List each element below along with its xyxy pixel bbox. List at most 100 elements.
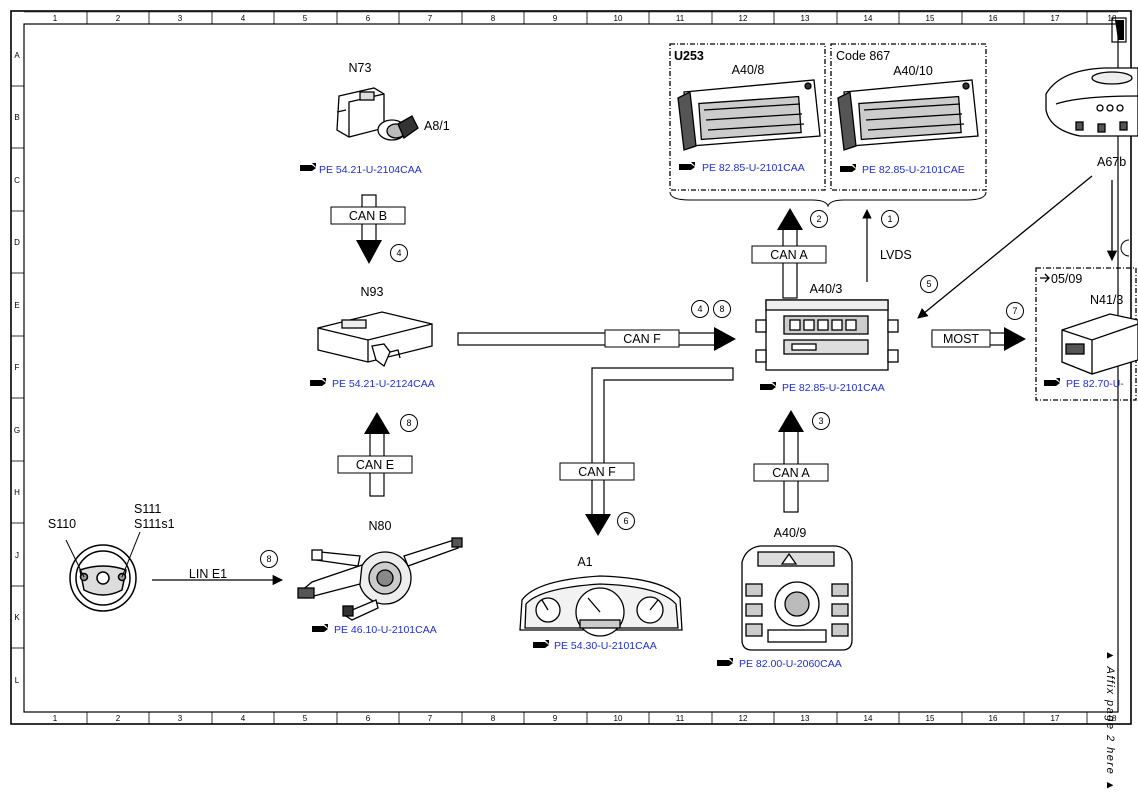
a40-8-display-icon	[677, 79, 821, 151]
svg-text:CAN F: CAN F	[623, 332, 661, 346]
n93-module-icon	[317, 311, 433, 368]
row-label: G	[14, 426, 20, 435]
affix-page-note: ▲ Affix page 2 here ▲	[1104, 650, 1116, 792]
col-label: 5	[303, 14, 308, 23]
ref-link-n93[interactable]: PE 54.21-U-2124CAA	[332, 378, 435, 390]
col-label: 2	[116, 714, 121, 723]
label-a40-10: A40/10	[893, 64, 933, 78]
label-s111: S111	[134, 502, 161, 516]
row-label: A	[14, 51, 20, 60]
n80-column-switch-icon	[297, 537, 463, 621]
col-label: 16	[989, 14, 998, 23]
row-label: B	[14, 113, 19, 122]
callout-number: 8	[719, 304, 724, 314]
label-a1: A1	[577, 555, 592, 569]
a67b-link-diagonal	[917, 175, 1093, 319]
col-label: 3	[178, 14, 183, 23]
bus-label-can-f-bottom: CAN F	[559, 462, 635, 481]
callout-circle	[812, 412, 830, 430]
col-label: 15	[926, 714, 935, 723]
group-bracket	[669, 191, 987, 208]
callout-number: 4	[697, 304, 702, 314]
ref-link-n73[interactable]: PE 54.21-U-2104CAA	[319, 164, 422, 176]
ref-pointer-icons	[300, 162, 1060, 666]
u253-group-box	[669, 43, 1137, 401]
bus-label-can-e: CAN E	[337, 455, 413, 474]
col-label: 15	[926, 14, 935, 23]
svg-text:CAN E: CAN E	[356, 458, 394, 472]
svg-text:CAN A: CAN A	[772, 466, 810, 480]
col-label: 18	[1108, 714, 1117, 723]
col-label: 16	[989, 714, 998, 723]
row-label: L	[15, 676, 20, 685]
since-0509-tag: 05/09	[1040, 272, 1082, 286]
drawing-frame	[10, 10, 1132, 725]
ref-link-a40-10[interactable]: PE 82.85-U-2101CAE	[862, 164, 965, 176]
col-label: 10	[614, 14, 623, 23]
label-s111s1: S111s1	[134, 517, 175, 531]
col-label: 17	[1051, 714, 1060, 723]
row-label: E	[14, 301, 19, 310]
callout-circle	[920, 275, 938, 293]
col-label: 9	[553, 714, 558, 723]
ref-link-a40-9[interactable]: PE 82.00-U-2060CAA	[739, 658, 842, 670]
col-label: 14	[864, 714, 873, 723]
callout-circle	[691, 300, 709, 318]
svg-text:CAN B: CAN B	[349, 209, 387, 223]
n41-3-amplifier-icon	[1061, 313, 1138, 375]
col-label: 13	[801, 14, 810, 23]
row-label: D	[14, 238, 20, 247]
callout-number: 8	[266, 554, 271, 564]
col-label: 2	[116, 14, 121, 23]
svg-text:CAN A: CAN A	[770, 248, 808, 262]
row-label: F	[15, 363, 20, 372]
label-n73: N73	[349, 61, 372, 75]
col-label: 8	[491, 714, 496, 723]
svg-text:CAN F: CAN F	[578, 465, 616, 479]
label-n80: N80	[369, 519, 392, 533]
ref-link-a40-8[interactable]: PE 82.85-U-2101CAA	[702, 162, 805, 174]
col-label: 6	[366, 14, 371, 23]
ruler-ticks	[11, 11, 1088, 724]
col-label: 9	[553, 14, 558, 23]
bus-label-can-b: CAN B	[330, 206, 406, 225]
can-e-link	[364, 412, 390, 497]
partial-callout	[1120, 239, 1130, 257]
col-label: 12	[739, 14, 748, 23]
col-label: 1	[53, 714, 58, 723]
can-f-link-bottom	[585, 367, 734, 536]
callout-number: 8	[406, 418, 411, 428]
callout-circle	[400, 414, 418, 432]
col-label: 6	[366, 714, 371, 723]
label-u253: U253	[674, 49, 704, 63]
callout-circle	[713, 300, 731, 318]
bus-label-most: MOST	[931, 329, 991, 348]
col-label: 7	[428, 714, 433, 723]
callout-circle	[810, 210, 828, 228]
instrument-cluster-icon	[519, 575, 683, 637]
svg-text:05/09: 05/09	[1051, 272, 1082, 286]
col-label: 8	[491, 14, 496, 23]
label-code-867: Code 867	[836, 49, 890, 63]
callout-number: 7	[1012, 306, 1017, 316]
row-label: C	[14, 176, 20, 185]
callout-number: 2	[816, 214, 821, 224]
col-label: 7	[428, 14, 433, 23]
label-a40-8: A40/8	[732, 63, 765, 77]
a67b-overhead-unit-icon	[1045, 67, 1138, 137]
col-label: 4	[241, 14, 246, 23]
col-label: 11	[676, 714, 685, 723]
a40-3-head-unit-icon	[755, 299, 899, 371]
label-a8-1: A8/1	[424, 119, 450, 133]
ref-link-a1[interactable]: PE 54.30-U-2101CAA	[554, 640, 657, 652]
row-label: H	[14, 488, 20, 497]
ref-link-a40-3[interactable]: PE 82.85-U-2101CAA	[782, 382, 885, 394]
steering-wheel-icon	[65, 531, 141, 612]
col-label: 1	[53, 14, 58, 23]
ref-link-n80[interactable]: PE 46.10-U-2101CAA	[334, 624, 437, 636]
ref-link-n41-3[interactable]: PE 82.70-U-	[1066, 378, 1124, 390]
col-label: 4	[241, 714, 246, 723]
bus-label-can-a-top: CAN A	[751, 245, 827, 264]
bus-label-can-f-top: CAN F	[604, 329, 680, 348]
